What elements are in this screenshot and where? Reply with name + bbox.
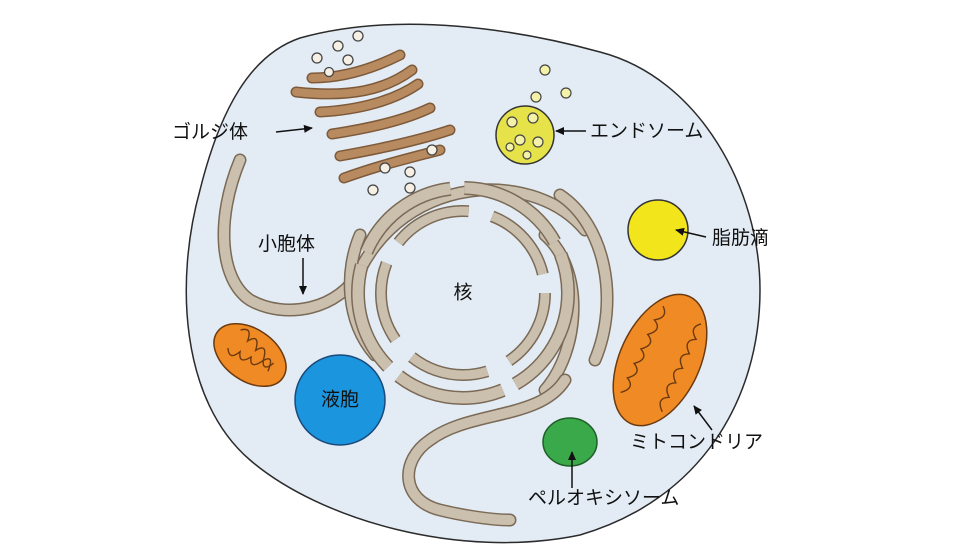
mitochondrion-left [213,322,287,388]
label-endosome: エンドソーム [590,120,703,142]
label-peroxisome: ペルオキシソーム [528,487,679,509]
label-vesicle: 小胞体 [258,233,315,255]
label-mitochondria: ミトコンドリア [630,431,763,453]
label-lipid-droplet: 脂肪滴 [712,227,769,249]
mitochondrion-right [612,293,708,427]
cell-membrane [185,23,761,544]
peroxisome [542,417,598,467]
label-golgi: ゴルジ体 [172,121,248,143]
arrow-lipid-droplet [675,227,707,238]
arrow-golgi [275,124,313,133]
lipid-droplet [627,199,689,261]
label-nucleus: 核 [453,282,472,304]
arrow-mitochondria [693,405,713,431]
nucleus: 核 [351,181,575,405]
label-vacuole: 液胞 [321,389,359,411]
golgi-apparatus [290,30,456,196]
vacuole: 液胞 [294,354,386,446]
endosome [495,64,572,165]
